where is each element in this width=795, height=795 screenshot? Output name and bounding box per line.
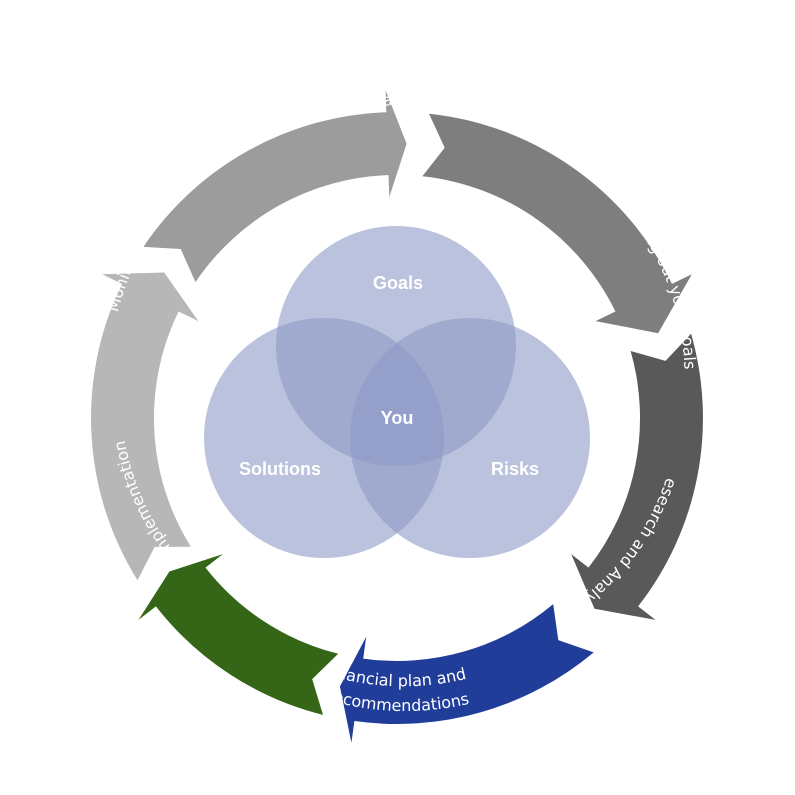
venn-circle-risks — [350, 318, 590, 558]
venn-label-you: You — [381, 408, 414, 428]
segment-implementation-arrow — [339, 604, 594, 743]
segment-research-analysis-arrow — [422, 113, 692, 334]
venn-diagram: Goals Solutions Risks You — [204, 226, 590, 558]
segment-monitor-review-arrow — [138, 554, 339, 715]
venn-label-risks: Risks — [491, 459, 539, 479]
segment-label-initial-meeting: Initial meeting — [350, 87, 471, 116]
segment-working-out-goals-arrow — [143, 90, 407, 283]
venn-label-solutions: Solutions — [239, 459, 321, 479]
cycle-ring — [91, 90, 703, 743]
venn-label-goals: Goals — [373, 273, 423, 293]
segment-financial-plan-arrow — [571, 333, 703, 620]
segment-initial-meeting-arrow — [91, 272, 199, 581]
